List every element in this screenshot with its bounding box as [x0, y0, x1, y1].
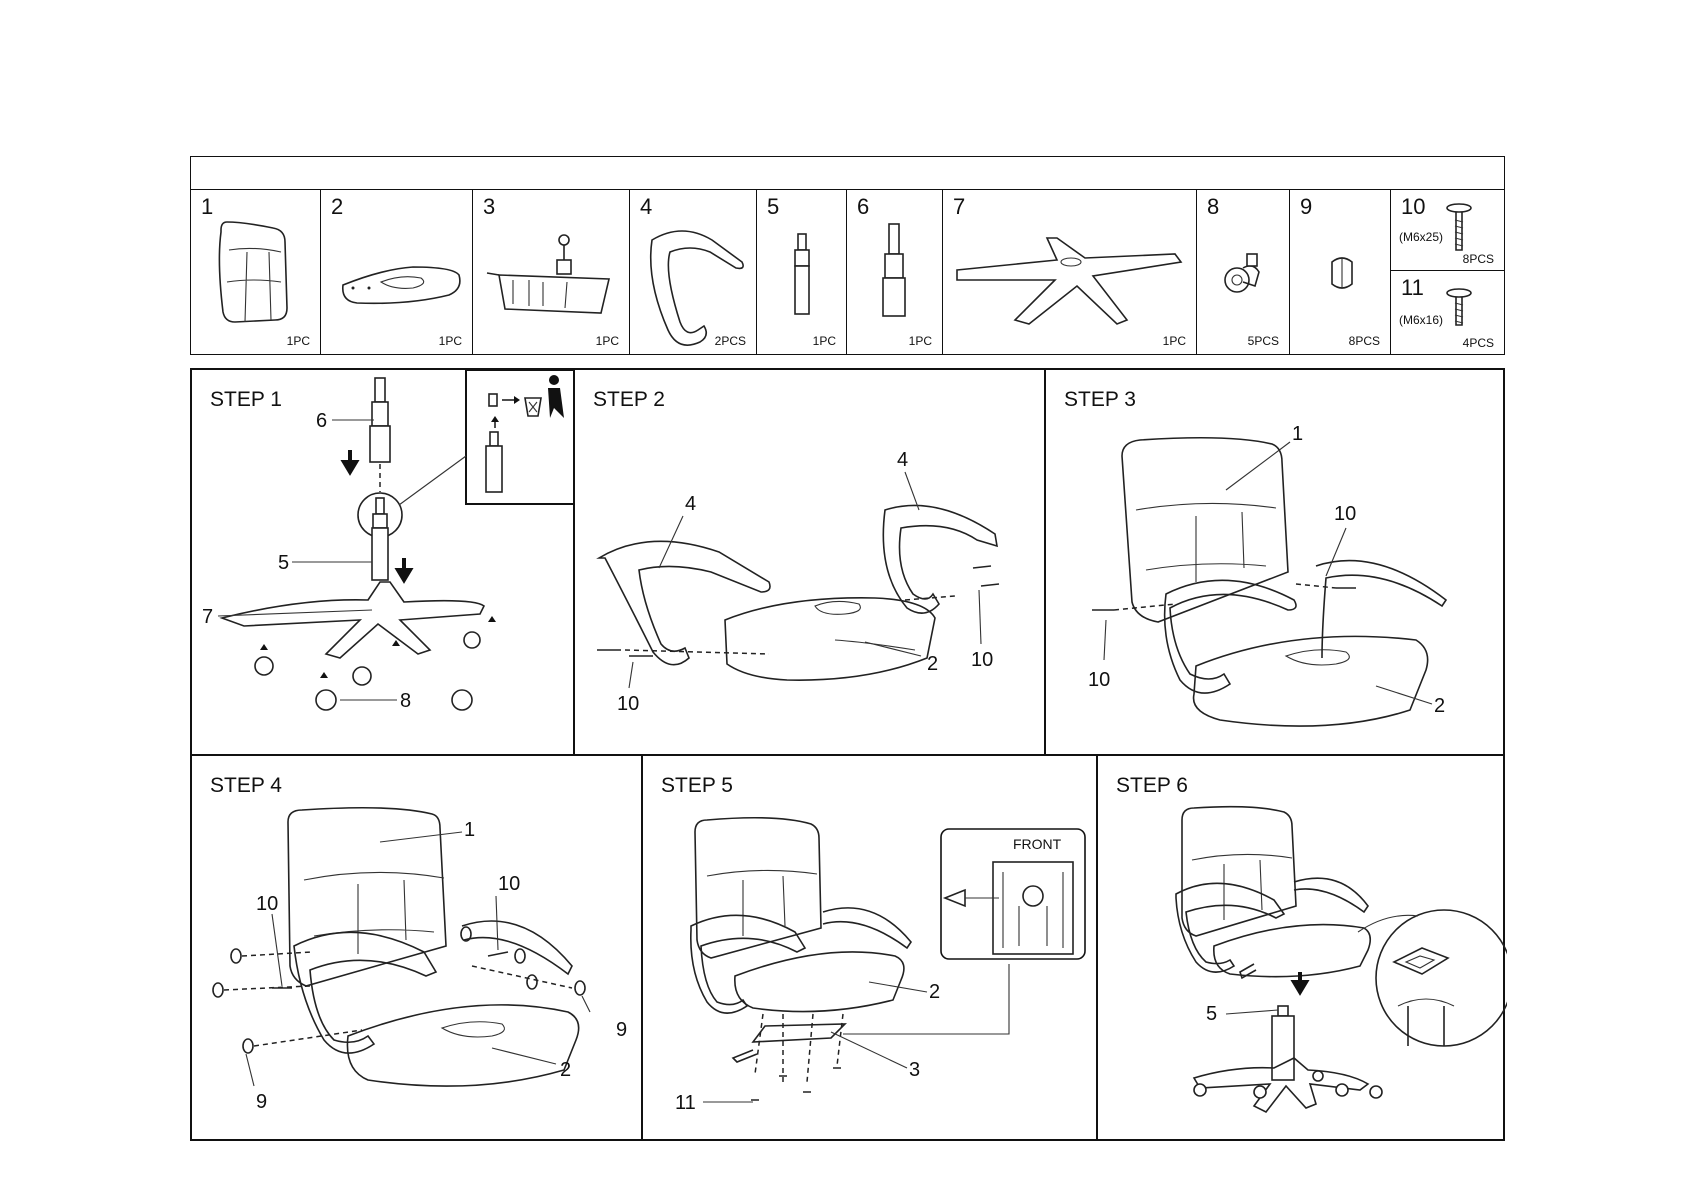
part-number: 6 — [857, 194, 870, 219]
part-8-cell: 8 5PCS — [1196, 189, 1290, 355]
part-qty: 5PCS — [1247, 334, 1279, 348]
callout-10: 10 — [1088, 669, 1110, 691]
callout-2: 2 — [560, 1059, 571, 1081]
step-2-diagram: 4 4 10 10 2 — [596, 449, 1000, 715]
part-qty: 8PCS — [1348, 334, 1380, 348]
step-4-diagram: 1 10 10 9 9 2 — [212, 806, 627, 1113]
part-size: (M6x25) — [1399, 230, 1444, 244]
part-qty: 1PC — [908, 334, 932, 348]
part-qty: 4PCS — [1462, 336, 1494, 350]
callout-5: 5 — [278, 552, 289, 574]
front-label: FRONT — [1013, 836, 1062, 852]
gas-lift-icon — [794, 233, 810, 315]
step-5-panel: 2 3 11 STEP 5 FRONT — [641, 754, 1098, 1141]
mechanism-icon — [486, 234, 611, 314]
callout-4: 4 — [897, 449, 908, 471]
callout-2: 2 — [929, 981, 940, 1003]
part-11-cell: 11 (M6x16) 4PCS — [1390, 270, 1505, 355]
parts-list: 1 1PC 2 1PC 3 — [190, 189, 1505, 359]
callout-1: 1 — [1292, 423, 1303, 445]
callout-1: 1 — [464, 819, 475, 841]
callout-10: 10 — [256, 893, 278, 915]
part-3-cell: 3 1PC — [472, 189, 630, 355]
part-number: 11 — [1401, 275, 1424, 300]
part-number: 8 — [1207, 194, 1220, 219]
part-number: 7 — [953, 194, 966, 219]
callout-2: 2 — [927, 653, 938, 675]
part-qty: 8PCS — [1462, 252, 1494, 266]
callout-9: 9 — [256, 1091, 267, 1113]
callout-2: 2 — [1434, 695, 1445, 717]
part-9-cell: 9 8PCS — [1289, 189, 1391, 355]
callout-6: 6 — [316, 410, 327, 432]
step-2-panel: 4 4 10 10 2 STEP 2 — [573, 368, 1046, 756]
callout-7: 7 — [202, 606, 213, 628]
screw-icon — [1446, 203, 1472, 251]
step-6-title: STEP 6 — [1116, 774, 1188, 797]
header-bar — [190, 156, 1505, 190]
step-4-panel: 1 10 10 9 9 2 STEP 4 — [190, 754, 643, 1141]
part-number: 9 — [1300, 194, 1313, 219]
step-6-diagram: 5 — [1175, 805, 1507, 1114]
armrest-icon — [649, 230, 744, 346]
part-number: 5 — [767, 194, 780, 219]
callout-4: 4 — [685, 493, 696, 515]
part-5-cell: 5 1PC — [756, 189, 847, 355]
step-2-title: STEP 2 — [593, 388, 665, 411]
part-qty: 1PC — [595, 334, 619, 348]
callout-10: 10 — [617, 693, 639, 715]
step-4-title: STEP 4 — [210, 774, 282, 797]
step-1-diagram: 6 5 7 8 — [202, 370, 577, 712]
part-4-cell: 4 2PCS — [629, 189, 757, 355]
seat-icon — [341, 266, 461, 305]
callout-3: 3 — [909, 1059, 920, 1081]
part-10-cell: 10 (M6x25) 8PCS — [1390, 189, 1505, 271]
part-size: (M6x16) — [1399, 313, 1444, 327]
step-1-title: STEP 1 — [210, 388, 282, 411]
part-qty: 1PC — [1162, 334, 1186, 348]
part-2-cell: 2 1PC — [320, 189, 473, 355]
caster-icon — [1224, 253, 1260, 293]
part-qty: 1PC — [286, 334, 310, 348]
step-1-panel: 6 5 7 8 STEP 1 — [190, 368, 577, 756]
part-number: 4 — [640, 194, 653, 219]
screw-icon — [1446, 288, 1472, 326]
part-qty: 1PC — [438, 334, 462, 348]
part-6-cell: 6 1PC — [846, 189, 943, 355]
part-number: 1 — [201, 194, 214, 219]
callout-10: 10 — [498, 873, 520, 895]
gas-lift-cover-icon — [882, 223, 906, 317]
callout-5: 5 — [1206, 1003, 1217, 1025]
callout-11: 11 — [675, 1092, 696, 1114]
part-1-cell: 1 1PC — [190, 189, 321, 355]
step-3-title: STEP 3 — [1064, 388, 1136, 411]
step-3-panel: 1 10 10 2 STEP 3 — [1044, 368, 1505, 756]
cap-icon — [1331, 257, 1353, 289]
base-icon — [956, 237, 1183, 325]
part-number: 10 — [1401, 194, 1426, 219]
part-number: 3 — [483, 194, 496, 219]
backrest-icon — [218, 221, 288, 323]
callout-8: 8 — [400, 690, 411, 712]
part-number: 2 — [331, 194, 344, 219]
instruction-sheet: 1 1PC 2 1PC 3 — [190, 156, 1507, 1141]
part-qty: 1PC — [812, 334, 836, 348]
part-qty: 2PCS — [714, 334, 746, 348]
callout-10: 10 — [1334, 503, 1356, 525]
step-5-title: STEP 5 — [661, 774, 733, 797]
step-6-panel: 5 STEP 6 — [1096, 754, 1507, 1141]
part-7-cell: 7 1PC — [942, 189, 1197, 355]
step-3-diagram: 1 10 10 2 — [1088, 423, 1448, 727]
step-5-diagram: 2 3 11 — [675, 816, 1086, 1114]
callout-9: 9 — [616, 1019, 627, 1041]
callout-10: 10 — [971, 649, 993, 671]
